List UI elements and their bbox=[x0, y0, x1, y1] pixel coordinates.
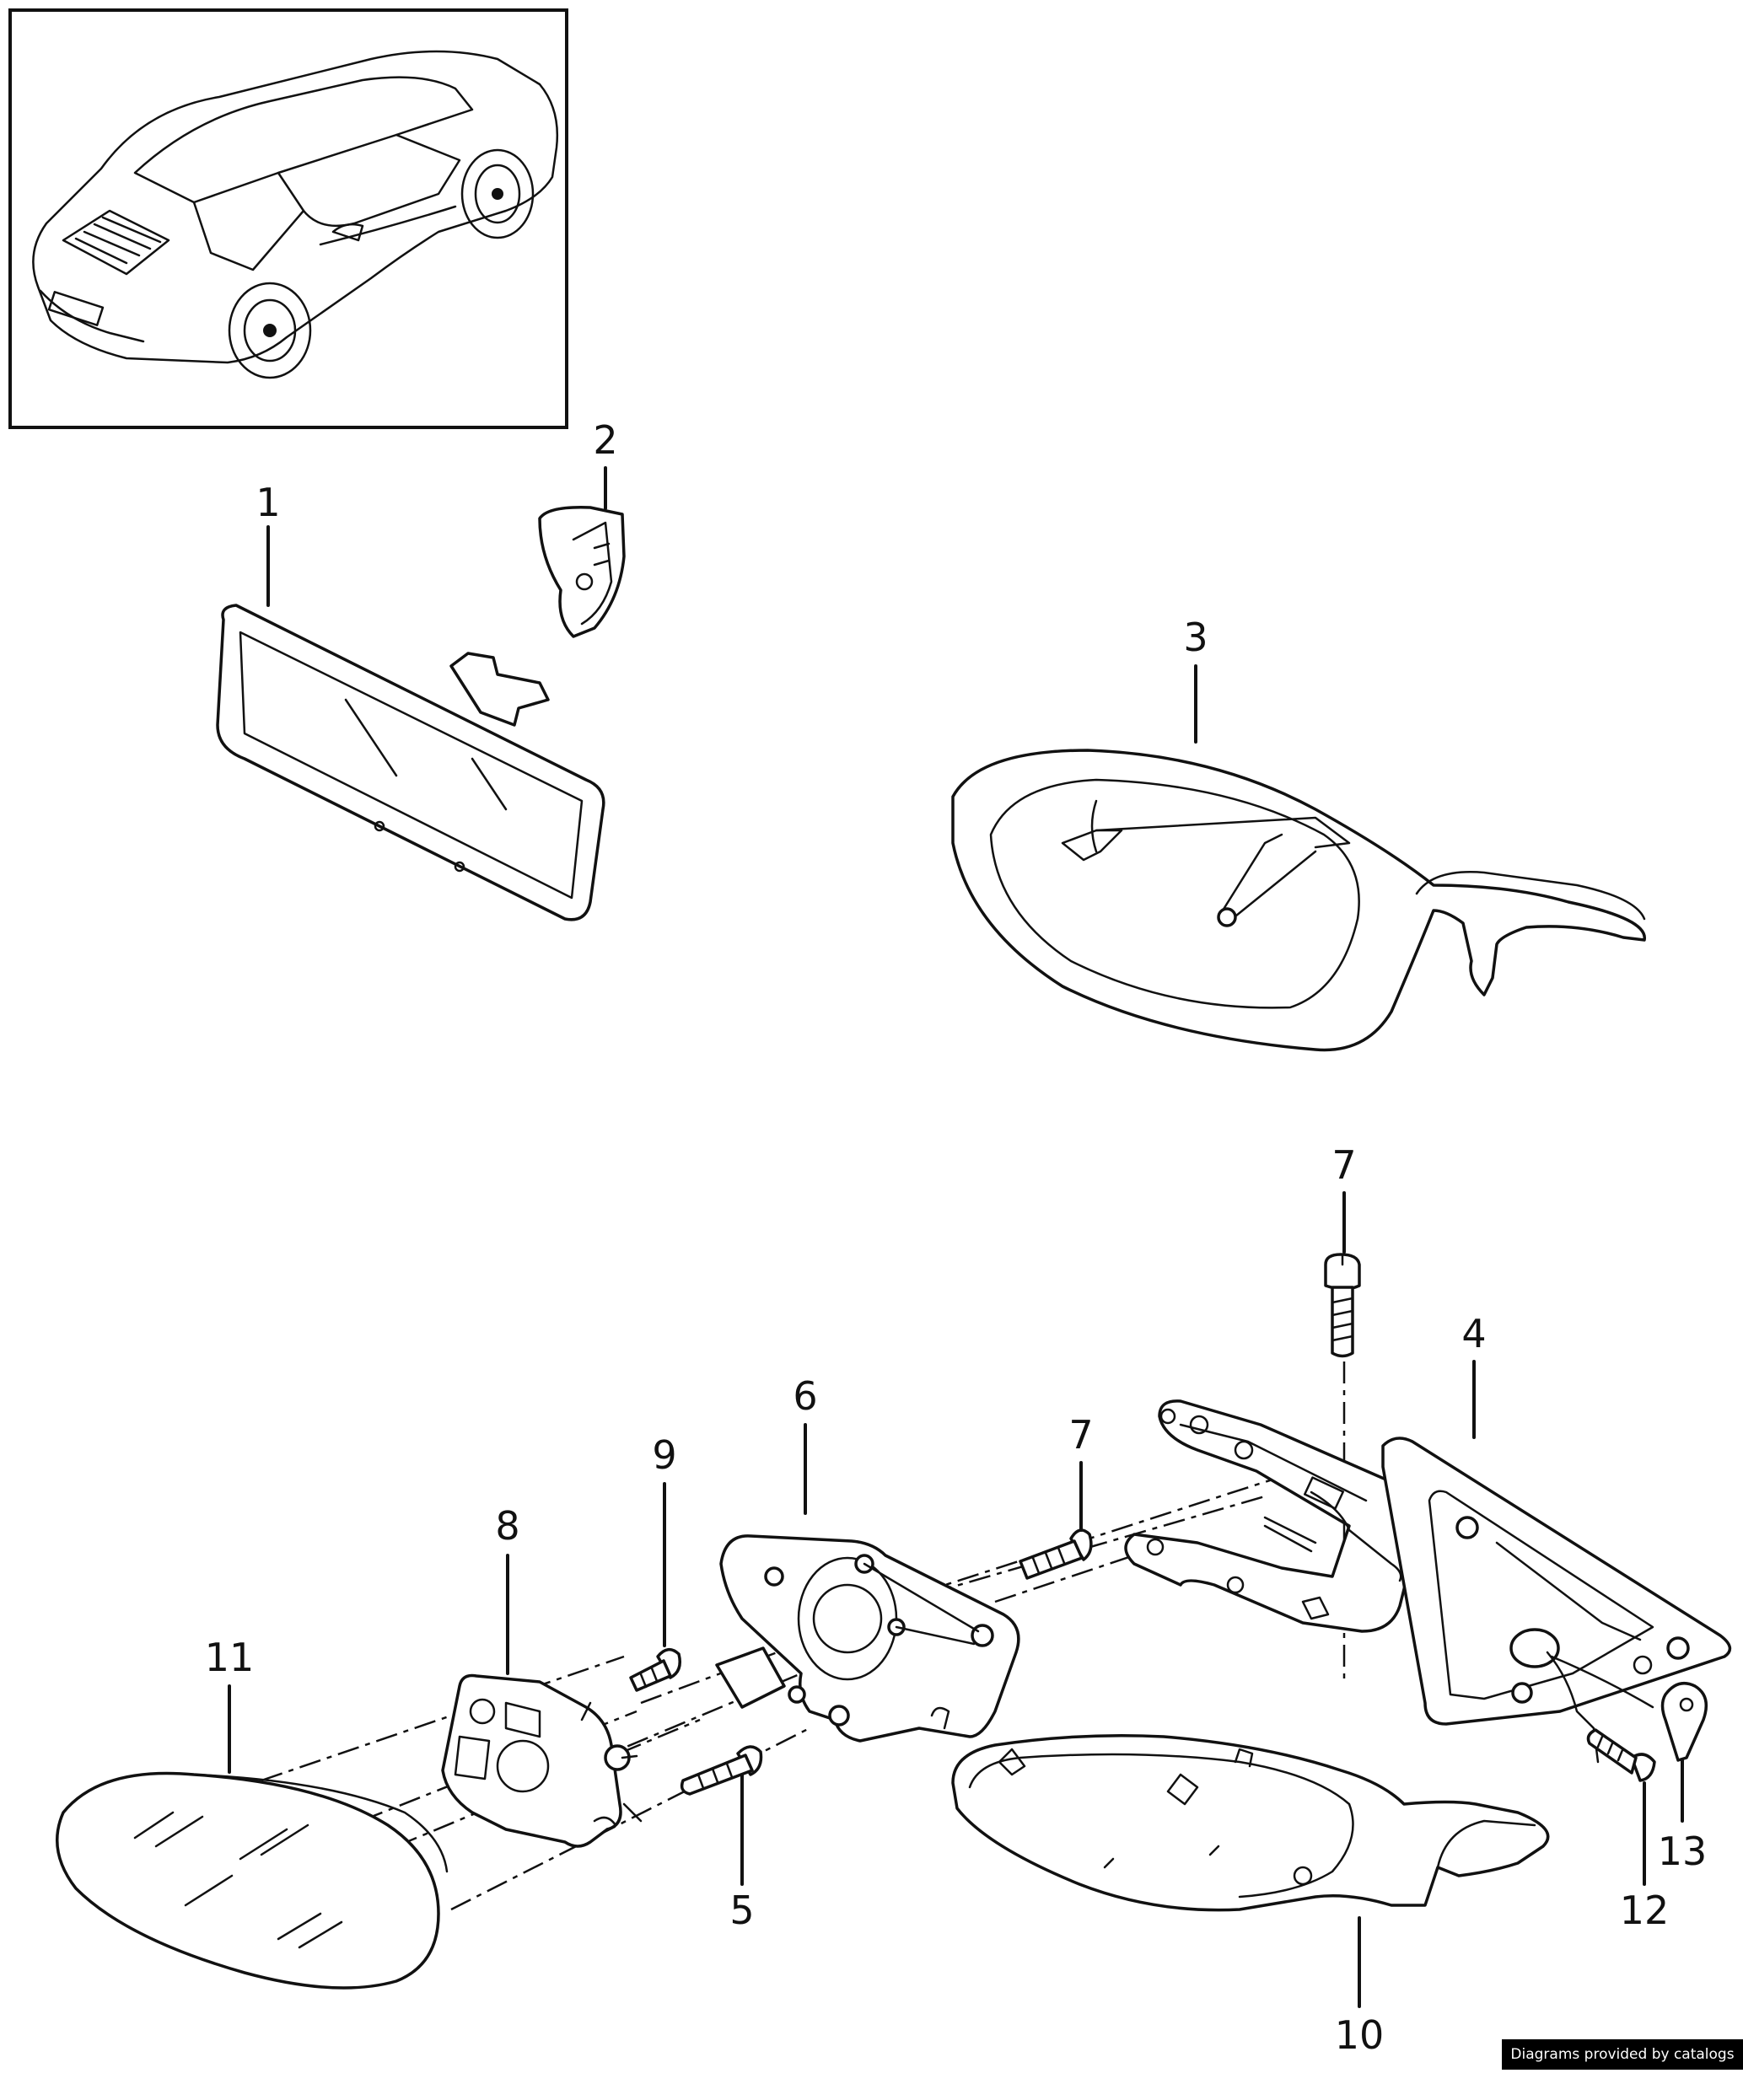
callout-7b: 7 bbox=[1068, 1412, 1093, 1458]
credit-badge: Diagrams provided by catalogs parts bbox=[1502, 2039, 1743, 2093]
screw-9 bbox=[629, 1648, 681, 1692]
mirror-base-assembly bbox=[1124, 1399, 1732, 1764]
callout-2: 2 bbox=[593, 417, 617, 463]
callout-4: 4 bbox=[1461, 1311, 1486, 1356]
screw-5 bbox=[680, 1745, 763, 1796]
screw-12 bbox=[1586, 1728, 1656, 1782]
mirror-glass bbox=[55, 1771, 449, 1990]
callout-10: 10 bbox=[1335, 2012, 1385, 2058]
mirror-mount-cover bbox=[538, 506, 626, 638]
engine-grille-icon bbox=[62, 209, 170, 276]
screw-lower bbox=[1019, 1528, 1093, 1580]
callout-5: 5 bbox=[729, 1888, 754, 1933]
interior-mirror bbox=[216, 604, 605, 921]
callout-8: 8 bbox=[495, 1503, 519, 1549]
mirror-adjuster-bracket bbox=[715, 1534, 1020, 1743]
bolt-upper bbox=[1324, 1253, 1361, 1358]
callout-6: 6 bbox=[793, 1373, 817, 1419]
glass-carrier-plate bbox=[441, 1673, 643, 1848]
callout-12: 12 bbox=[1620, 1888, 1670, 1933]
callout-11: 11 bbox=[205, 1635, 255, 1680]
lower-housing-shell bbox=[951, 1734, 1550, 1912]
callout-13: 13 bbox=[1658, 1829, 1708, 1874]
front-wheel-icon bbox=[460, 148, 535, 239]
callout-9: 9 bbox=[652, 1432, 676, 1478]
callout-3: 3 bbox=[1183, 615, 1208, 660]
exterior-mirror-housing bbox=[951, 749, 1646, 1052]
rear-wheel-icon bbox=[228, 282, 312, 379]
vehicle-overview-inset bbox=[8, 8, 568, 429]
callout-7a: 7 bbox=[1331, 1142, 1356, 1188]
cap-13 bbox=[1660, 1681, 1708, 1762]
callout-1: 1 bbox=[256, 480, 280, 525]
